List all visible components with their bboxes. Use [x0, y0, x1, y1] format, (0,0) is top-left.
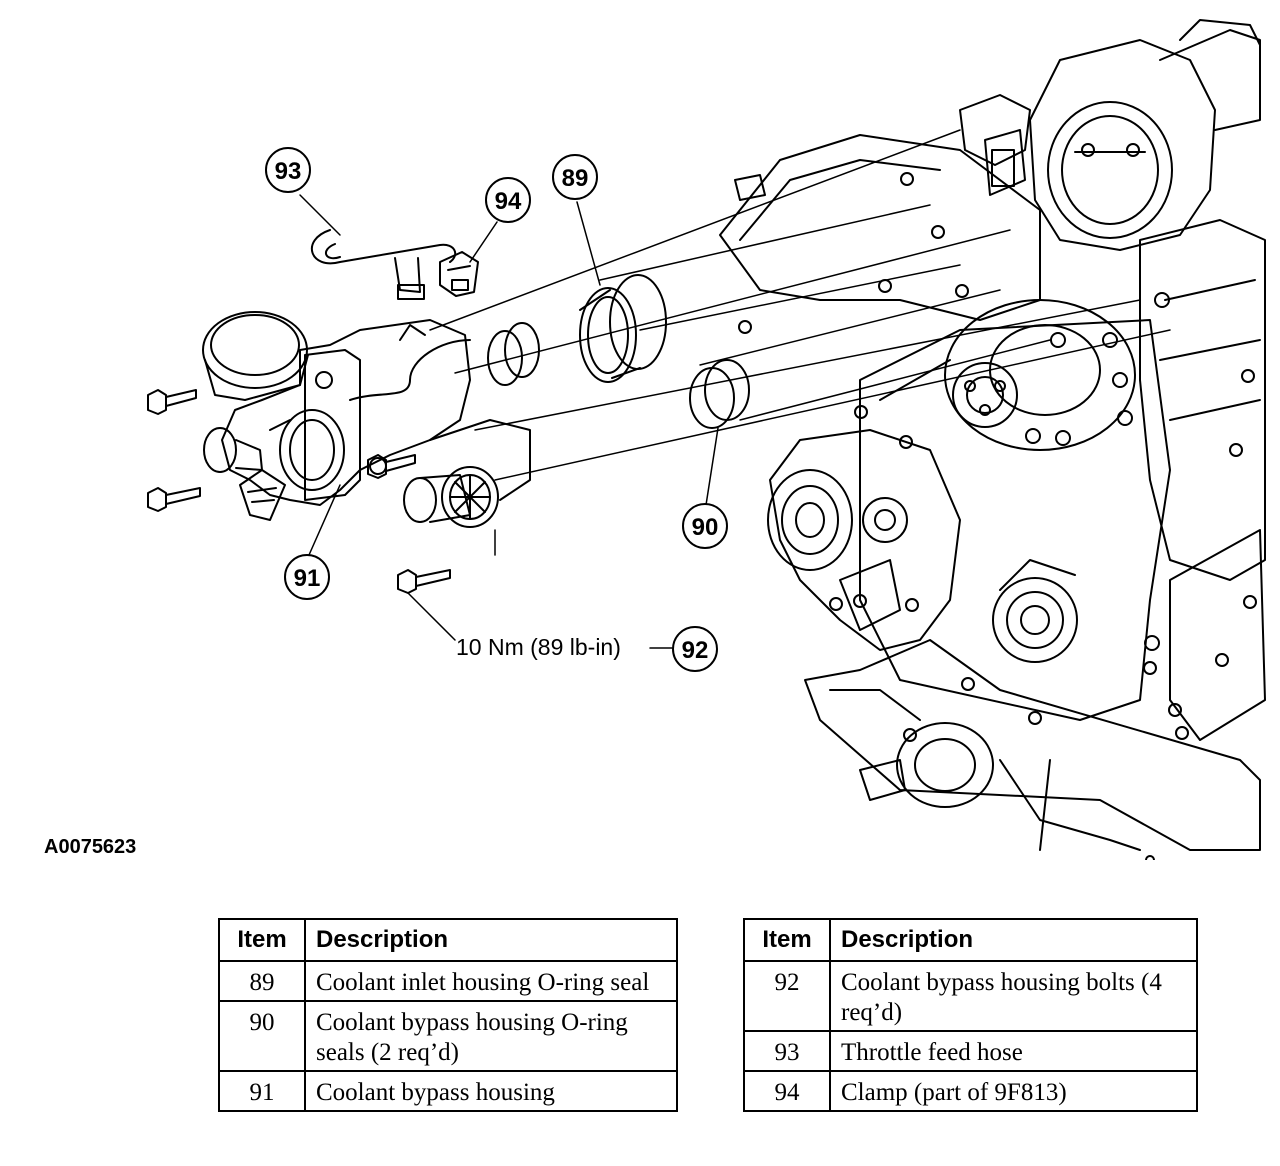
clamp [439, 251, 479, 297]
coolant-inlet-oring-seal [579, 274, 667, 383]
callout-92: 92 [672, 626, 718, 672]
callout-90-label: 90 [692, 514, 719, 541]
alignment-lines [429, 129, 1171, 481]
legend-header-row: Item Description [743, 918, 1198, 962]
table-row: 90 Coolant bypass housing O-ring seals (… [218, 1000, 678, 1072]
item-number: 94 [743, 1070, 831, 1112]
item-description: Clamp (part of 9F813) [829, 1070, 1198, 1112]
table-row: 94 Clamp (part of 9F813) [743, 1070, 1198, 1112]
inlet-small-seal [487, 322, 540, 386]
leader-lines [299, 194, 719, 649]
item-description: Coolant bypass housing bolts (4 req’d) [829, 960, 1198, 1032]
bolt [147, 487, 201, 512]
item-description: Coolant inlet housing O-ring seal [304, 960, 678, 1002]
torque-spec-label: 10 Nm (89 lb-in) [456, 634, 621, 660]
bolt [397, 569, 451, 594]
exploded-view-diagram: 93 94 89 91 90 92 10 Nm (89 lb-in) [147, 19, 1266, 860]
callout-92-label: 92 [682, 637, 709, 664]
header-description: Description [829, 918, 1198, 962]
callouts: 93 94 89 91 90 92 [265, 147, 728, 672]
header-item: Item [743, 918, 831, 962]
item-description: Coolant bypass housing [304, 1070, 678, 1112]
bypass-housing-bolts [147, 389, 451, 594]
bolt [367, 454, 416, 479]
item-description: Coolant bypass housing O-ring seals (2 r… [304, 1000, 678, 1072]
bypass-oring-seal [689, 359, 750, 429]
item-number: 93 [743, 1030, 831, 1072]
table-row: 92 Coolant bypass housing bolts (4 req’d… [743, 960, 1198, 1032]
legend-table-right: Item Description 92 Coolant bypass housi… [743, 918, 1198, 1112]
item-number: 91 [218, 1070, 306, 1112]
header-item: Item [218, 918, 306, 962]
legend-table-left: Item Description 89 Coolant inlet housin… [218, 918, 678, 1112]
callout-93-label: 93 [275, 158, 302, 185]
callout-91-label: 91 [294, 565, 321, 592]
callout-91: 91 [284, 554, 330, 600]
callout-90: 90 [682, 503, 728, 549]
table-row: 93 Throttle feed hose [743, 1030, 1198, 1072]
callout-89: 89 [552, 154, 598, 200]
bolt [147, 389, 197, 415]
callout-89-label: 89 [562, 165, 589, 192]
table-row: 91 Coolant bypass housing [218, 1070, 678, 1112]
callout-94: 94 [485, 177, 531, 223]
table-row: 89 Coolant inlet housing O-ring seal [218, 960, 678, 1002]
coolant-bypass-housing [202, 311, 531, 528]
header-description: Description [304, 918, 678, 962]
item-number: 89 [218, 960, 306, 1002]
legend-header-row: Item Description [218, 918, 678, 962]
item-number: 90 [218, 1000, 306, 1072]
callout-93: 93 [265, 147, 311, 193]
item-description: Throttle feed hose [829, 1030, 1198, 1072]
callout-94-label: 94 [495, 188, 522, 215]
throttle-feed-hose [310, 229, 457, 300]
figure-id: A0075623 [44, 836, 137, 858]
engine-block [719, 19, 1266, 860]
item-number: 92 [743, 960, 831, 1032]
